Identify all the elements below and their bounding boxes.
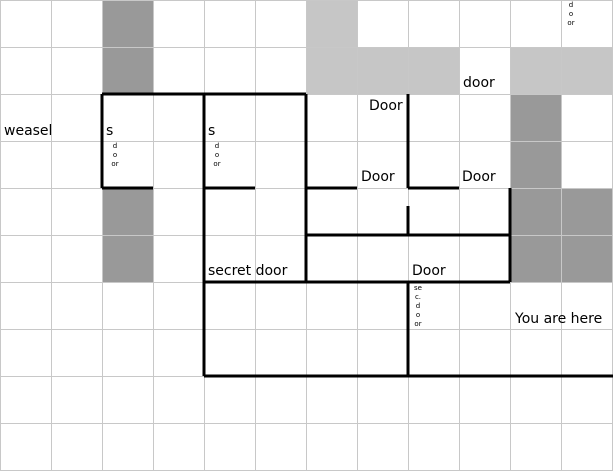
- label-door-middle-right: Door: [462, 169, 496, 185]
- vlabel-door-s-mid: door: [213, 142, 221, 168]
- label-door-upper: Door: [369, 98, 403, 114]
- vlabel-sec-door: sec.door: [414, 284, 422, 328]
- vlabel-door-top-right: door: [567, 1, 575, 27]
- label-door-middle-left: Door: [361, 169, 395, 185]
- label-weasel: weasel: [4, 123, 53, 139]
- label-you-are-here: You are here: [515, 311, 603, 327]
- label-s-left: s: [106, 123, 114, 139]
- shade-light-top: [306, 0, 357, 47]
- label-door-lower: Door: [412, 263, 446, 279]
- label-s-mid: s: [208, 123, 216, 139]
- label-secret-door: secret door: [208, 263, 288, 279]
- label-door-top: door: [463, 75, 495, 91]
- shade-light-band-left: [306, 47, 459, 94]
- vlabel-door-s-left: door: [111, 142, 119, 168]
